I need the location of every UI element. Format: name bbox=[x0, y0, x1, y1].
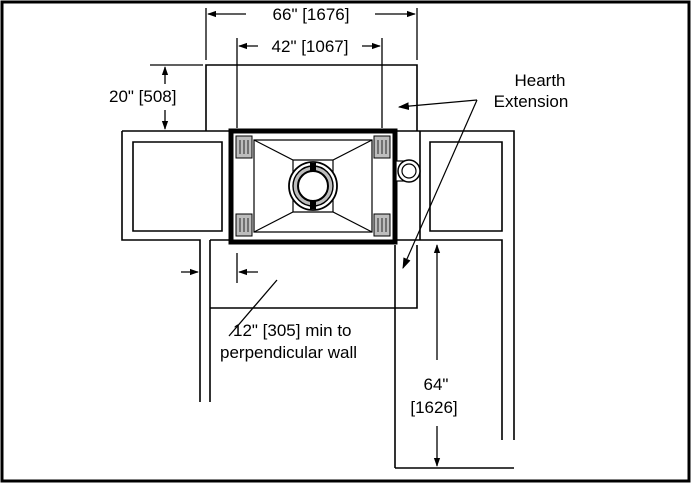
depth-label-line1: 64" bbox=[424, 375, 449, 394]
hearth-extension-label-line2: Extension bbox=[494, 92, 569, 111]
hearth-depth-label: 20" [508] bbox=[109, 87, 176, 106]
dimension-20in bbox=[150, 64, 203, 130]
hearth-extension-label-line1: Hearth bbox=[514, 71, 565, 90]
side-clearance-label-line2: perpendicular wall bbox=[220, 343, 357, 362]
depth-label-line2: [1626] bbox=[410, 398, 457, 417]
overall-width-label: 66" [1676] bbox=[273, 5, 350, 24]
side-pipe-icon bbox=[395, 159, 421, 183]
hearth-extension-leaders bbox=[397, 99, 478, 270]
side-clearance-label-line1: 12" [305] min to bbox=[233, 321, 352, 340]
flue-collar-icon bbox=[288, 161, 338, 211]
dimension-66in bbox=[205, 8, 418, 60]
dimension-42in bbox=[236, 38, 383, 128]
fireplace-unit bbox=[228, 128, 421, 245]
firebox-width-label: 42" [1067] bbox=[272, 37, 349, 56]
dimension-12in bbox=[181, 253, 278, 337]
